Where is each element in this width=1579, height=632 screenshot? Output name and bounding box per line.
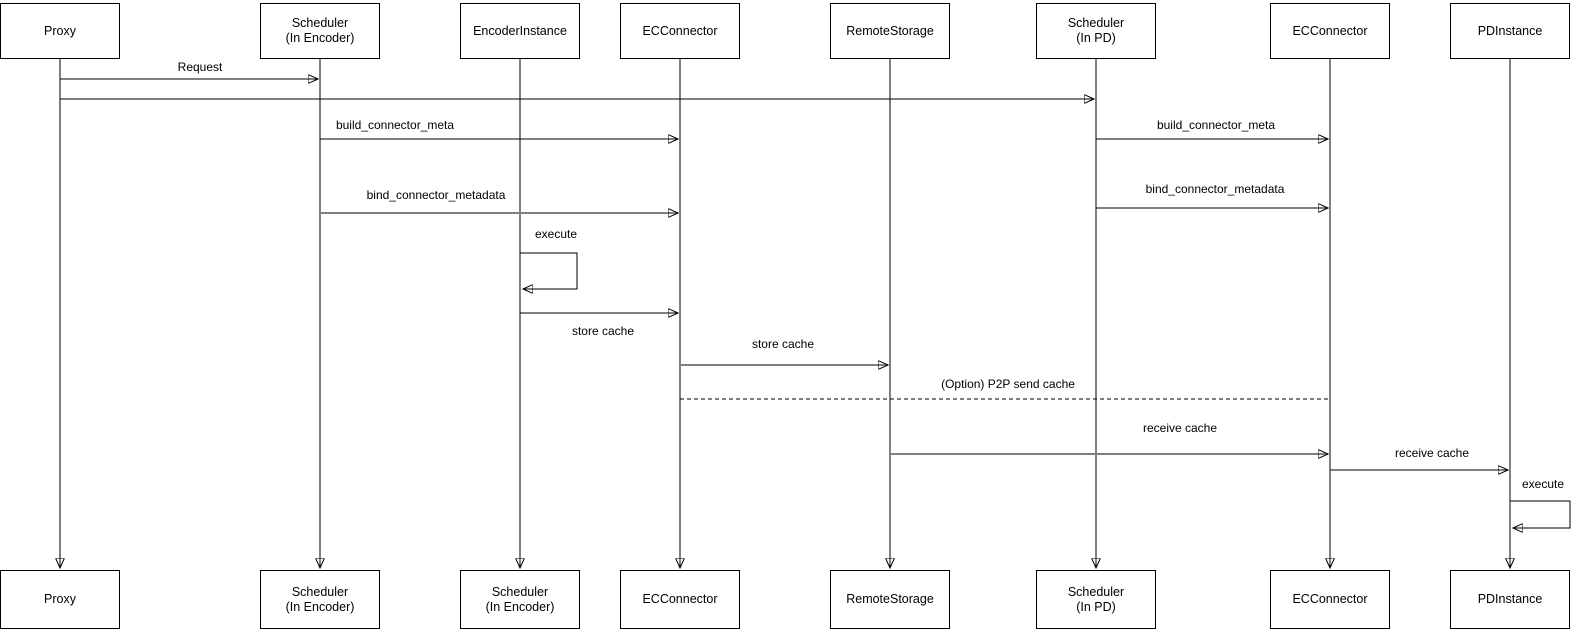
actor-top-scheduler-encoder: Scheduler (In Encoder) <box>260 3 380 59</box>
message-label-receive-cache-to-pd: receive cache <box>1393 446 1471 460</box>
actor-top-remote-storage: RemoteStorage <box>830 3 950 59</box>
actor-top-encoder-instance: EncoderInstance <box>460 3 580 59</box>
message-label-store-cache-to-ec: store cache <box>570 324 636 338</box>
message-label-bind-connector-metadata-enc: bind_connector_metadata <box>365 188 507 202</box>
actor-bottom-ec-connector-pd: ECConnector <box>1270 570 1390 629</box>
actor-bottom-encoder-instance: Scheduler (In Encoder) <box>460 570 580 629</box>
actor-bottom-pd-instance: PDInstance <box>1450 570 1570 629</box>
message-label-store-cache-to-remote: store cache <box>750 337 816 351</box>
actor-bottom-scheduler-pd: Scheduler (In PD) <box>1036 570 1156 629</box>
actor-top-scheduler-pd: Scheduler (In PD) <box>1036 3 1156 59</box>
message-self-loop-execute-pd <box>1510 500 1571 528</box>
actor-top-ec-connector-pd: ECConnector <box>1270 3 1390 59</box>
message-label-build-connector-meta-pd: build_connector_meta <box>1155 118 1277 132</box>
message-label-receive-cache-to-ec: receive cache <box>1141 421 1219 435</box>
message-label-execute-pd: execute <box>1520 477 1566 491</box>
message-label-bind-connector-metadata-pd: bind_connector_metadata <box>1144 182 1286 196</box>
message-label-request: Request <box>176 60 224 74</box>
message-label-build-connector-meta-enc: build_connector_meta <box>334 118 456 132</box>
actor-top-proxy: Proxy <box>0 3 120 59</box>
actor-bottom-scheduler-encoder: Scheduler (In Encoder) <box>260 570 380 629</box>
actor-bottom-ec-connector-enc: ECConnector <box>620 570 740 629</box>
actor-bottom-proxy: Proxy <box>0 570 120 629</box>
message-label-p2p-send-cache: (Option) P2P send cache <box>940 377 1076 391</box>
actor-bottom-remote-storage: RemoteStorage <box>830 570 950 629</box>
message-label-execute-encoder: execute <box>533 227 579 241</box>
actor-top-ec-connector-enc: ECConnector <box>620 3 740 59</box>
message-self-loop-execute-encoder <box>520 252 578 289</box>
actor-top-pd-instance: PDInstance <box>1450 3 1570 59</box>
